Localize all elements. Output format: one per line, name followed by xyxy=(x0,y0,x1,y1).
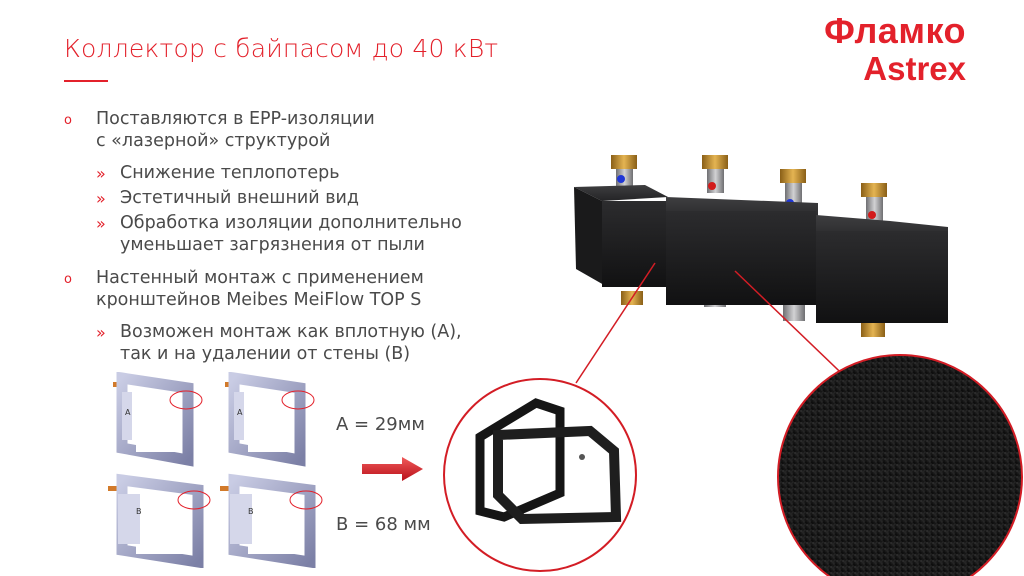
bracket-b-left: B xyxy=(108,473,211,568)
title-underline xyxy=(64,80,108,82)
label-distance-a: А = 29мм xyxy=(336,414,425,435)
epp-insulation-body xyxy=(574,185,948,323)
bullet-1-sub-2: Эстетичный внешний вид xyxy=(120,188,359,208)
bullet-2-line-2: кронштейнов Meibes MeiFlow TOP S xyxy=(96,290,422,310)
bullet-1-line-1: Поставляются в EPP-изоляции xyxy=(96,109,375,129)
bracket-letter-b: B xyxy=(248,507,254,516)
bracket-letter-b: B xyxy=(136,507,142,516)
fitting-top-3 xyxy=(780,169,806,207)
bullet-marker: o xyxy=(64,113,72,128)
zoom-circle-texture xyxy=(777,354,1023,576)
arrow-right-icon xyxy=(362,457,423,481)
bullet-2-sub-1-line-1: Возможен монтаж как вплотную (А), xyxy=(120,322,462,342)
collector-product-image xyxy=(443,155,1023,576)
bullet-1-sub-3-line-1: Обработка изоляции дополнительно xyxy=(120,213,462,233)
sub-bullet-marker: » xyxy=(96,323,106,342)
bullet-1-sub-1: Снижение теплопотерь xyxy=(120,163,340,183)
sub-bullet-marker: » xyxy=(96,189,106,208)
brand-logo-astrex: Astrex xyxy=(863,50,966,87)
bracket-letter-a: A xyxy=(237,408,243,417)
bullet-1-sub-3-line-2: уменьшает загрязнения от пыли xyxy=(120,235,425,255)
fitting-bottom-3 xyxy=(783,305,805,321)
fitting-top-2 xyxy=(702,155,728,193)
sub-bullet-marker: » xyxy=(96,164,106,183)
fitting-bottom-4 xyxy=(861,321,885,337)
bracket-a-right: A xyxy=(225,372,315,467)
zoom-circle-bracket xyxy=(443,378,637,572)
bracket-letter-a: A xyxy=(125,408,131,417)
bracket-a-left: A xyxy=(113,372,203,467)
label-distance-b: В = 68 мм xyxy=(336,514,431,535)
bracket-illustrations: A A B B xyxy=(108,372,323,568)
slide-title: Коллектор с байпасом до 40 кВт xyxy=(64,34,499,63)
fitting-top-4 xyxy=(861,183,887,221)
bullet-2-sub-1-line-2: так и на удалении от стены (В) xyxy=(120,344,411,364)
bullet-1-line-2: с «лазерной» структурой xyxy=(96,131,331,151)
bullet-2-line-1: Настенный монтаж с применением xyxy=(96,268,424,288)
bracket-b-right: B xyxy=(220,473,323,568)
sub-bullet-marker: » xyxy=(96,214,106,233)
brand-logo-flamco: Фламко xyxy=(824,10,966,51)
bullet-marker: o xyxy=(64,272,72,287)
